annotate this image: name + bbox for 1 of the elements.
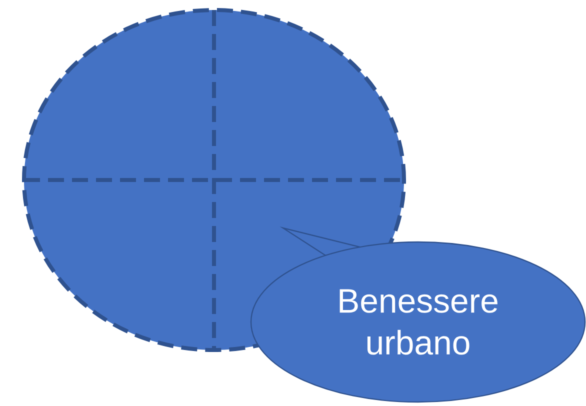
node-label: Benessere urbano (340, 289, 498, 355)
